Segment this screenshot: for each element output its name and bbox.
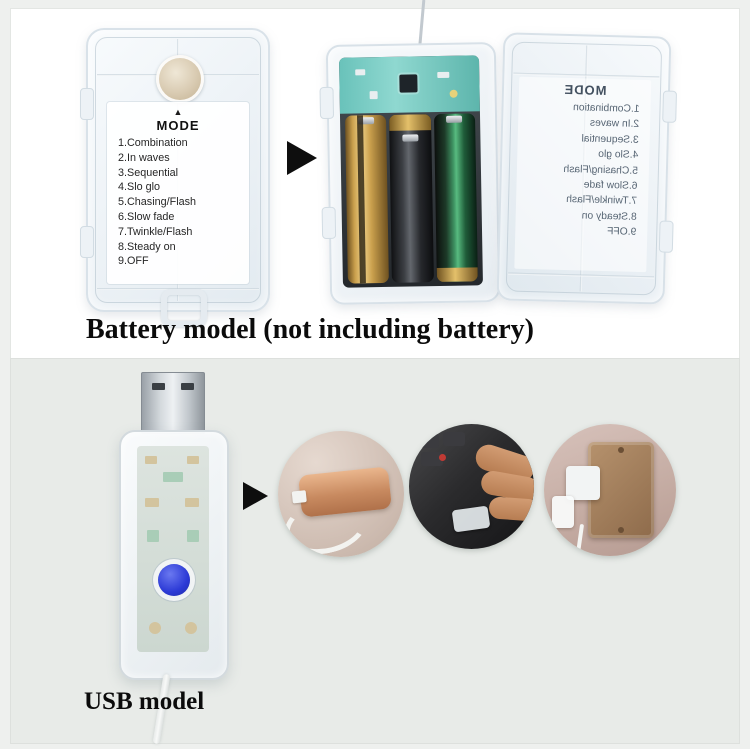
mode-up-arrow-icon: ▲ [173,107,183,117]
usb-model-caption: USB model [84,688,205,715]
hand-finger [488,496,534,522]
laptop-key [417,434,439,448]
pcb-pad [147,530,159,542]
aa-battery [389,114,434,283]
mode-item: 6.Slow fade [118,210,175,223]
mode-item: 1.Combination [118,137,188,149]
mode-item: 2.In waves [118,151,170,164]
mirrored-mode-list: 1.Combination 2.In waves 3.Sequential 4.… [515,96,651,241]
right-arrow-icon [287,141,317,175]
aa-battery [433,113,478,283]
white-power-adapter [566,466,600,500]
usb-controller-hanging [552,496,574,528]
mode-item: 4.Slo glo [118,181,161,194]
usb-plug-hole [181,383,194,390]
box-latch-tab [321,206,337,240]
laptop-key [443,432,465,446]
laptop-usb-usage-photo [409,424,534,549]
mode-item: 5.Chasing/Flash [118,196,197,209]
pcb-pad [149,622,161,634]
usb-metal-plug [141,372,205,434]
aa-battery [344,114,390,284]
pcb-pad [187,456,199,464]
mode-button-blue [158,564,190,596]
usb-controller-plugged [451,505,491,533]
battery-box-closed: ▲ MODE 1.Combination 2.In waves 3.Sequen… [80,28,270,327]
right-arrow-icon [243,482,268,510]
pcb-pad [185,498,199,507]
mode-item: 9.OFF [118,255,149,268]
pcb-component [369,91,378,100]
battery-compartment-half [319,41,501,305]
usb-plug [291,490,307,504]
trackpoint-dot [439,454,446,461]
circuit-board [338,55,480,114]
plate-screw [618,527,624,533]
pcb-pad [185,622,197,634]
pcb-component [449,89,458,98]
battery-box-lid: MODE 1.Combination 2.In waves 3.Sequenti… [496,32,678,305]
battery-row [344,113,478,284]
pcb-component [355,69,366,76]
battery-window [338,55,483,288]
wall-adapter-usage-photo [544,424,676,556]
box-latch-tab [319,86,335,120]
hanging-loop [161,289,207,327]
battery-model-caption: Battery model (not including battery) [86,314,534,345]
pcb-pad [163,472,183,482]
powerbank-usage-photo [278,431,404,557]
box-latch-tab [662,90,678,123]
usb-plug-hole [152,383,165,390]
mode-label: ▲ MODE 1.Combination 2.In waves 3.Sequen… [107,102,249,284]
battery-box-open: MODE 1.Combination 2.In waves 3.Sequenti… [319,0,678,311]
mode-title: MODE [156,118,200,133]
mirrored-mode-label: MODE 1.Combination 2.In waves 3.Sequenti… [514,76,652,273]
pcb-component [437,71,450,79]
laptop-key [421,452,443,466]
box-latch-tab [80,226,94,258]
battery-label-stripe [389,114,431,131]
battery-label-stripe [356,115,367,284]
mode-button-sensor [156,55,204,103]
box-inner-rim [95,37,261,303]
battery-label-stripe [436,267,478,283]
battery-terminal [402,134,419,142]
box-latch-tab [658,220,674,253]
white-cable [575,523,585,555]
mode-item: 7.Twinkle/Flash [118,225,193,238]
pcb-pad [145,456,157,464]
pcb-pad [145,498,159,507]
controller-chip [399,74,418,93]
usb-controller-body [119,430,229,680]
box-latch-tab [80,88,94,120]
battery-terminal [446,115,463,123]
plate-screw [618,447,624,453]
mode-item: 9.OFF [606,226,637,239]
mode-list: 1.Combination 2.In waves 3.Sequential 4.… [107,133,249,269]
usb-circuit-board [137,446,209,652]
pcb-pad [187,530,199,542]
mode-item: 3.Sequential [118,166,179,179]
mode-item: 8.Steady on [118,240,176,253]
